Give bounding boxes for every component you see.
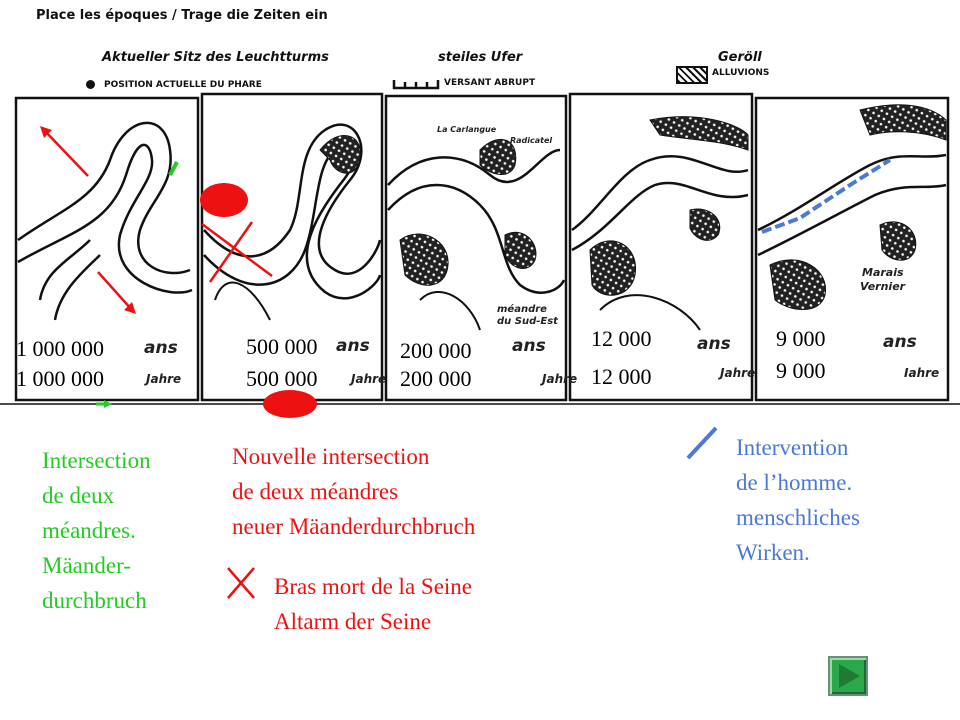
legend-blue-line: menschliches — [736, 505, 860, 530]
period-2-fr-value: 500 000 — [246, 334, 318, 359]
period-4-de-unit: Jahre — [720, 366, 756, 380]
legend-blue-line-icon — [686, 426, 718, 460]
period-5-de-unit: Iahre — [904, 366, 940, 380]
header-steep-de: steiles Ufer — [438, 50, 523, 65]
play-next-icon — [839, 664, 860, 688]
page-title: Place les époques / Trage die Zeiten ein — [36, 8, 328, 23]
green-intersection-mark — [168, 161, 179, 176]
map-panel-1 — [14, 96, 200, 402]
period-1-fr-unit: ans — [144, 338, 178, 358]
legend-blue-line: Wirken. — [736, 540, 810, 565]
cross-mark-map — [201, 221, 273, 283]
period-5-fr-value: 9 000 — [776, 326, 826, 351]
red-intersection-mark — [200, 183, 248, 217]
scree-pattern-icon — [676, 66, 708, 84]
next-slide-button[interactable] — [828, 656, 868, 696]
period-5-de-value: 9 000 — [776, 358, 826, 383]
legend-red-new-intersection: Nouvelle intersection de deux méandres n… — [232, 439, 475, 544]
period-4-fr-unit: ans — [697, 334, 731, 354]
legend-green-line: durchbruch — [42, 588, 147, 613]
period-4-fr-value: 12 000 — [591, 326, 652, 351]
legend-oxbow: Bras mort de la Seine Altarm der Seine — [274, 569, 472, 639]
red-arrows — [40, 126, 136, 314]
river-panel-5 — [757, 104, 947, 310]
period-1-de-unit: Jahre — [146, 372, 182, 386]
period-2-fr-unit: ans — [336, 336, 370, 356]
legend-blue-line: Intervention — [736, 435, 849, 460]
label-marais-1: Marais — [862, 266, 904, 279]
legend-green-line: Intersection — [42, 448, 151, 473]
river-panel-3 — [387, 138, 566, 331]
period-2-de-value: 500 000 — [246, 366, 318, 391]
period-3-fr-unit: ans — [512, 336, 546, 356]
legend-red-line: Nouvelle intersection — [232, 444, 430, 469]
legend-blue-line: de l’homme. — [736, 470, 853, 495]
label-radicatel: Radicatel — [510, 136, 552, 145]
period-2-de-unit: Jahre — [351, 372, 387, 386]
period-5-fr-unit: ans — [883, 332, 917, 352]
header-scree-fr: ALLUVIONS — [712, 68, 770, 78]
legend-blue-human-intervention: Intervention de l’homme. menschliches Wi… — [736, 430, 860, 570]
period-1-de-value: 1 000 000 — [16, 366, 104, 391]
timeline-green-arrow — [96, 400, 112, 408]
lighthouse-dot-icon — [86, 80, 95, 89]
header-scree-de: Geröll — [718, 50, 762, 65]
label-la-carlangue: La Carlangue — [437, 125, 497, 134]
label-meandre-2: du Sud-Est — [497, 316, 559, 327]
header-lighthouse-fr: POSITION ACTUELLE DU PHARE — [104, 80, 262, 90]
legend-cross-icon — [227, 567, 255, 599]
legend-green-line: de deux — [42, 483, 115, 508]
legend-green-line: Mäander- — [42, 553, 131, 578]
river-panel-4 — [571, 116, 749, 331]
legend-cross-line: Bras mort de la Seine — [274, 574, 473, 599]
period-3-de-unit: Jahre — [542, 372, 578, 386]
legend-red-line: neuer Mäanderdurchbruch — [232, 514, 476, 539]
period-3-de-value: 200 000 — [400, 366, 472, 391]
header-lighthouse-de: Aktueller Sitz des Leuchtturms — [102, 50, 329, 65]
timeline-red-mark — [263, 390, 317, 418]
period-4-de-value: 12 000 — [591, 364, 652, 389]
legend-green-line: méandres. — [42, 518, 136, 543]
label-marais-2: Vernier — [860, 280, 906, 293]
period-1-fr-value: 1 000 000 — [16, 336, 104, 361]
legend-cross-line: Altarm der Seine — [274, 609, 432, 634]
legend-red-line: de deux méandres — [232, 479, 399, 504]
period-3-fr-value: 200 000 — [400, 338, 472, 363]
legend-green-meander-intersection: Intersection de deux méandres. Mäander- … — [42, 443, 151, 618]
map-panel-5 — [754, 96, 950, 402]
river-panel-1 — [17, 121, 193, 321]
header-steep-fr: VERSANT ABRUPT — [444, 78, 536, 88]
river-panel-2 — [203, 123, 382, 321]
label-meandre-1: méandre — [497, 303, 547, 315]
